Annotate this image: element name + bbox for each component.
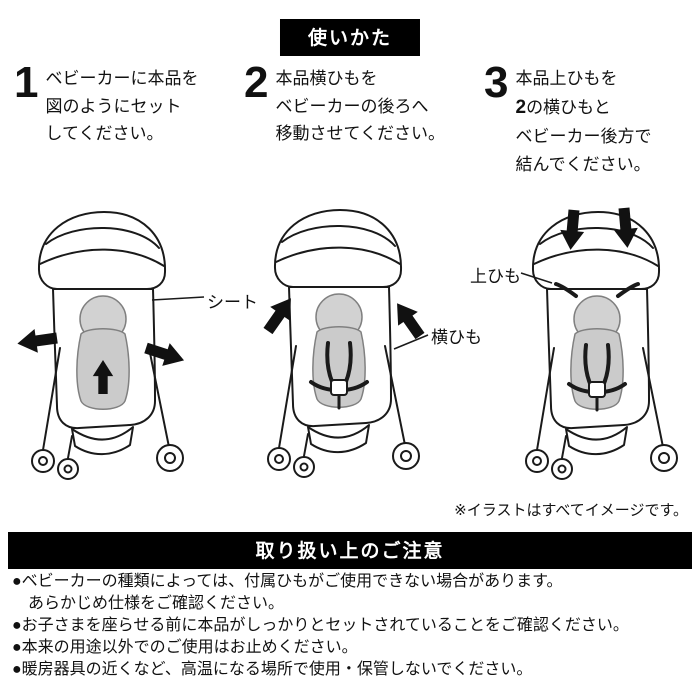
top-strap-label: 上ひも: [470, 267, 521, 286]
caution-item: ●暖房器具の近くなど、高温になる場所で使用・保管しないでください。: [12, 660, 533, 678]
caution-header: 取り扱い上のご注意: [8, 532, 692, 569]
stroller-illustration-set-pad: [15, 211, 188, 480]
step-1-text: ベビーカーに本品を 図のようにセット してください。: [45, 69, 199, 144]
step-2: 2 本品横ひもを ベビーカーの後ろへ 移動させてください。: [244, 58, 476, 148]
stroller-illustration-side-straps: [258, 209, 430, 478]
stroller-illustration-top-strap: [525, 206, 678, 480]
stroller-drawing: [31, 211, 184, 480]
step-2-number: 2: [244, 58, 269, 107]
caution-item: ●本来の用途以外でのご使用はお止めください。: [12, 638, 358, 656]
step-3-number: 3: [484, 58, 509, 107]
step-1-number: 1: [14, 58, 39, 107]
arrow-up-left-icon: [387, 296, 430, 343]
step-3-text-before: 本品上ひもを: [515, 69, 618, 88]
seat-label: シート: [207, 293, 258, 312]
top-strap-ties: [554, 282, 640, 298]
step-3-text-after: の横ひもと ベビーカー後方で 結んでください。: [515, 97, 652, 174]
step-3-num-ref: 2: [515, 96, 527, 118]
stroller-drawing: [525, 211, 678, 480]
caution-item: ●ベビーカーの種類によっては、付属ひもがご使用できない場合があります。 あらかじ…: [12, 573, 563, 612]
stroller-drawing: [267, 209, 420, 478]
caution-item: ●お子さまを座らせる前に本品がしっかりとセットされていることをご確認ください。: [12, 616, 629, 634]
caution-list: ●ベビーカーの種類によっては、付属ひもがご使用できない場合があります。 あらかじ…: [12, 571, 692, 681]
arrow-left-icon: [15, 326, 59, 356]
step-1: 1 ベビーカーに本品を 図のようにセット してください。: [14, 58, 236, 148]
usage-header: 使いかた: [279, 19, 421, 56]
step-2-text: 本品横ひもを ベビーカーの後ろへ 移動させてください。: [275, 69, 445, 144]
step-3: 3 本品上ひもを 2の横ひもと ベビーカー後方で 結んでください。: [484, 58, 696, 178]
illustration-disclaimer: ※イラストはすべてイメージです。: [454, 502, 688, 519]
side-strap-label: 横ひも: [431, 328, 482, 347]
step-3-text: 本品上ひもを 2の横ひもと ベビーカー後方で 結んでください。: [515, 62, 651, 178]
